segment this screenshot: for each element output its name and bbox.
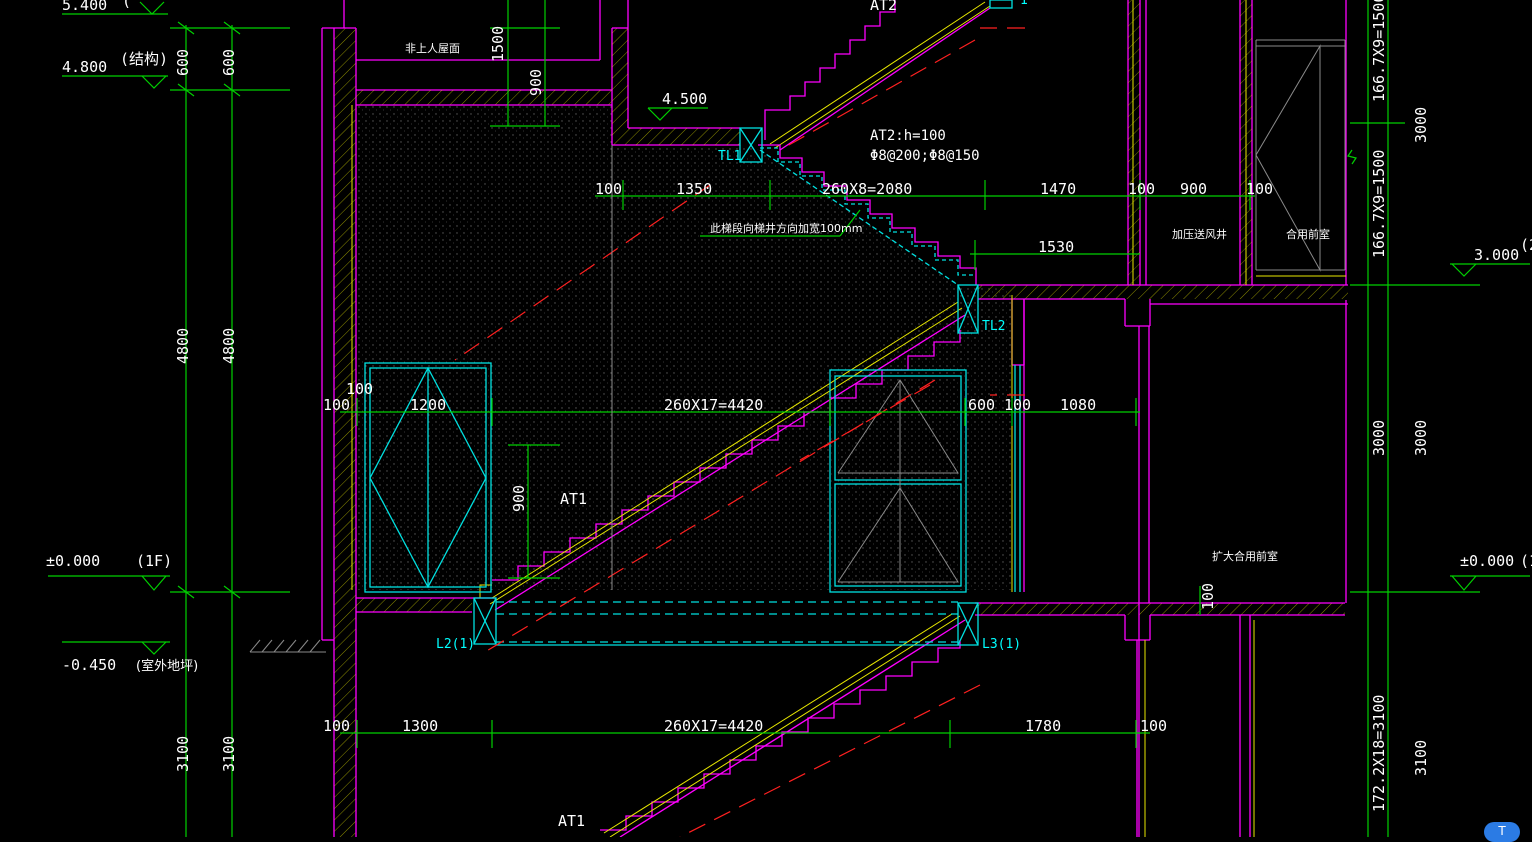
dim-r100b: 100 (1128, 180, 1155, 198)
dim-900-window: 900 (510, 485, 528, 512)
left-dimension-lines (48, 1, 290, 837)
upper-right-window (1255, 39, 1346, 272)
beam-tl2 (957, 284, 979, 334)
horizontal-dimension-texts: 100 1350 260X8=2080 1470 100 900 100 153… (323, 180, 1273, 735)
label-widen-note: 此梯段向梯井方向加宽100mm (710, 221, 862, 235)
dim-rv3100-b: 3100 (1412, 740, 1430, 776)
label-front-room: 合用前室 (1286, 227, 1330, 241)
label-l3: L3(1) (982, 637, 1021, 652)
dim-rv1500-a: 166.7X9=1500 (1370, 0, 1388, 102)
level-zero-left: ±0.000 (46, 552, 100, 570)
dim-r1530: 1530 (1038, 238, 1074, 256)
level-top-cut: 5.400 (62, 0, 107, 14)
level-outdoor: -0.450 (62, 656, 116, 674)
beam-tl1 (739, 127, 763, 163)
label-at1-middle: AT1 (560, 490, 587, 508)
dim-600-a: 600 (174, 49, 192, 76)
dim-m600: 600 (968, 396, 995, 414)
dimension-lines (250, 0, 1530, 837)
dim-rv3000-c: 3000 (1412, 420, 1430, 456)
dim-m1200: 1200 (410, 396, 446, 414)
dim-600-b: 600 (220, 49, 238, 76)
dim-b1780: 1780 (1025, 717, 1061, 735)
dim-b4420: 260X17=4420 (664, 717, 763, 735)
dim-3100-b: 3100 (220, 736, 238, 772)
building-walls (321, 0, 1348, 837)
corner-badge-button[interactable]: T (1484, 822, 1520, 842)
dim-m100b: 100 (323, 396, 350, 414)
dim-4800-b: 4800 (220, 328, 238, 364)
level-outdoor-note: (室外地坪) (136, 658, 198, 674)
label-l2: L2(1) (436, 637, 475, 652)
label-tl2: TL2 (982, 319, 1005, 334)
level-labels: 5.400 ( 4.800 (结构) 4.500 3.000 (2 ±0.000… (46, 0, 1532, 674)
window-middle (829, 369, 967, 593)
label-at2-top: AT2 (870, 0, 897, 14)
stair-flight-at2 (758, 144, 977, 286)
label-big-front-room: 扩大合用前室 (1212, 549, 1278, 563)
label-at2-spec1: AT2:h=100 (870, 128, 946, 144)
dim-b1300: 1300 (402, 717, 438, 735)
dim-v100: 100 (1199, 583, 1217, 610)
level-4800-note: (结构) (120, 50, 168, 68)
dim-900-top: 900 (527, 69, 545, 96)
dim-r100a: 100 (595, 180, 622, 198)
beam-tl1-top (989, 0, 1013, 9)
dim-4800-a: 4800 (174, 328, 192, 364)
vertical-dimension-texts: 600 600 4800 4800 3100 3100 1500 900 900… (174, 0, 1430, 812)
dim-b100r: 100 (1140, 717, 1167, 735)
dim-m100a: 100 (346, 380, 373, 398)
landing-beam-zone (472, 597, 958, 646)
label-at1-bottom: AT1 (558, 812, 585, 830)
dim-rv1500-b: 166.7X9=1500 (1370, 150, 1388, 258)
level-zero-right-paren: (1 (1520, 552, 1532, 570)
axis-break-mark (1347, 149, 1357, 165)
window-left (364, 362, 492, 593)
label-shaft: 加压送风井 (1172, 227, 1227, 241)
dim-m1080: 1080 (1060, 396, 1096, 414)
label-roof: 非上人屋面 (405, 42, 460, 55)
dim-b100: 100 (323, 717, 350, 735)
level-top-right-cut: 1 (1020, 0, 1028, 8)
dim-r2080: 260X8=2080 (822, 180, 912, 198)
annotation-labels: 非上人屋面 AT2 AT2:h=100 Φ8@200;Φ8@150 此梯段向梯井… (405, 0, 1330, 830)
level-zero-left-note: (1F) (136, 552, 172, 570)
window-right-thin (1014, 365, 1021, 592)
dim-r900: 900 (1180, 180, 1207, 198)
level-zero-right: ±0.000 (1460, 552, 1514, 570)
ground-hatch (249, 639, 321, 653)
dim-r100c: 100 (1246, 180, 1273, 198)
dim-r1470: 1470 (1040, 180, 1076, 198)
dim-3100-a: 3100 (174, 736, 192, 772)
dim-rv3000-a: 3000 (1412, 107, 1430, 143)
beam-l3 (957, 602, 979, 646)
stair-flight-at1-upper (479, 301, 966, 611)
stair-flight-at2-upper (764, 0, 991, 151)
dim-rv3100: 172.2X18=3100 (1370, 695, 1388, 812)
dim-1500: 1500 (489, 26, 507, 62)
level-3000: 3.000 (1474, 246, 1519, 264)
level-4800: 4.800 (62, 58, 107, 76)
dim-r1350: 1350 (676, 180, 712, 198)
label-tl1: TL1 (718, 149, 741, 164)
level-4500: 4.500 (662, 90, 707, 108)
red-centerlines (454, 27, 1025, 837)
dim-m4420: 260X17=4420 (664, 396, 763, 414)
stair-flight-at1-lower (600, 613, 966, 837)
dim-m100c: 100 (1004, 396, 1031, 414)
level-top-cut-paren: ( (122, 0, 131, 10)
label-at2-spec2: Φ8@200;Φ8@150 (870, 148, 980, 164)
beam-l2 (473, 597, 497, 645)
dim-rv3000-b: 3000 (1370, 420, 1388, 456)
level-3000-paren: (2 (1520, 236, 1532, 254)
